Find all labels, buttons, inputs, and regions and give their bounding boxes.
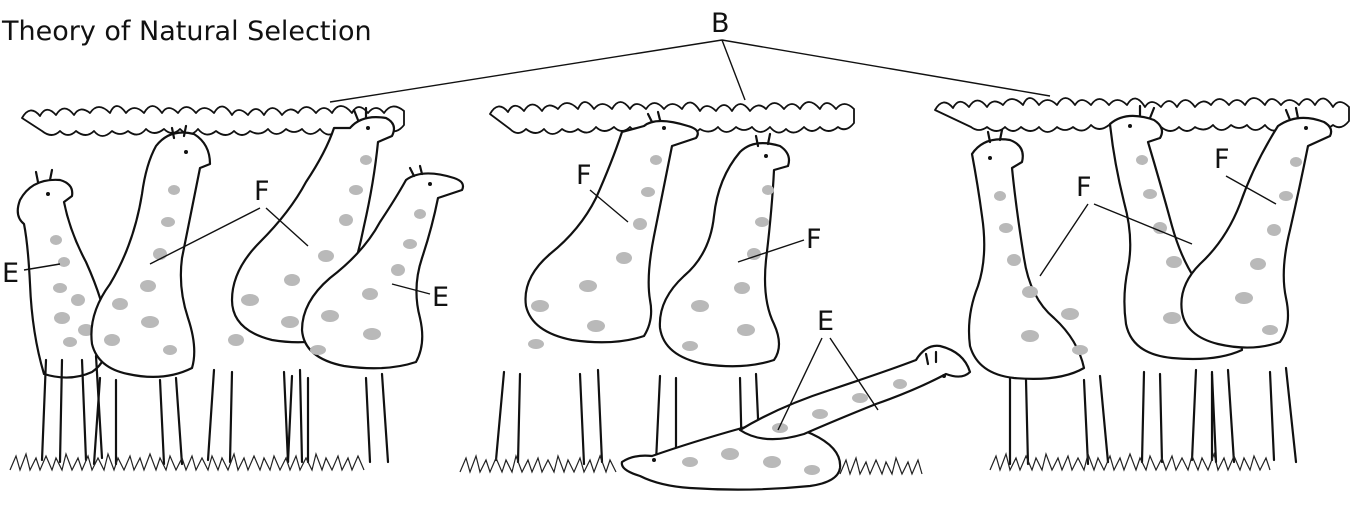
foliage-strip-right: [934, 97, 1350, 133]
giraffe-lying-down: [620, 344, 972, 491]
grass-ground: [9, 451, 1271, 476]
label-e-panel1-left: E: [2, 258, 19, 289]
leader-e-panel2: [777, 337, 879, 431]
label-f-panel1: F: [254, 176, 270, 207]
diagram-title: Theory of Natural Selection: [1, 16, 372, 47]
label-e-panel1-right: E: [432, 282, 449, 313]
panel-2-giraffes: [494, 110, 972, 491]
giraffe-short-neck: [286, 164, 465, 464]
leader-f-panel3-right: [1225, 175, 1277, 205]
label-f-panel3-right: F: [1214, 144, 1230, 175]
leader-f-panel2-right: [737, 239, 805, 263]
panel-1-giraffes: [16, 106, 465, 466]
label-f-panel3-left: F: [1076, 172, 1092, 203]
foliage-strip-left: [21, 105, 405, 137]
label-f-panel2-right: F: [806, 224, 822, 255]
giraffe-long-neck: [1180, 106, 1333, 464]
treetop-foliage: [21, 97, 1350, 137]
label-b: B: [711, 8, 730, 39]
giraffe-long-neck: [90, 124, 212, 466]
leader-f-panel2-left: [589, 189, 629, 223]
panel-3-giraffes: [967, 104, 1333, 466]
giraffe-long-neck: [494, 110, 699, 466]
leader-e-panel1-left: [23, 263, 61, 271]
label-f-panel2-left: F: [576, 160, 592, 191]
label-b-leaders: [329, 39, 1051, 103]
giraffe-long-neck: [967, 128, 1110, 466]
leader-f-panel1: [149, 207, 309, 265]
leader-f-panel3-left: [1039, 203, 1193, 277]
giraffe-long-neck: [654, 132, 791, 464]
foliage-strip-middle: [489, 101, 855, 135]
leader-e-panel1-right: [391, 283, 431, 295]
label-e-panel2: E: [817, 306, 834, 337]
